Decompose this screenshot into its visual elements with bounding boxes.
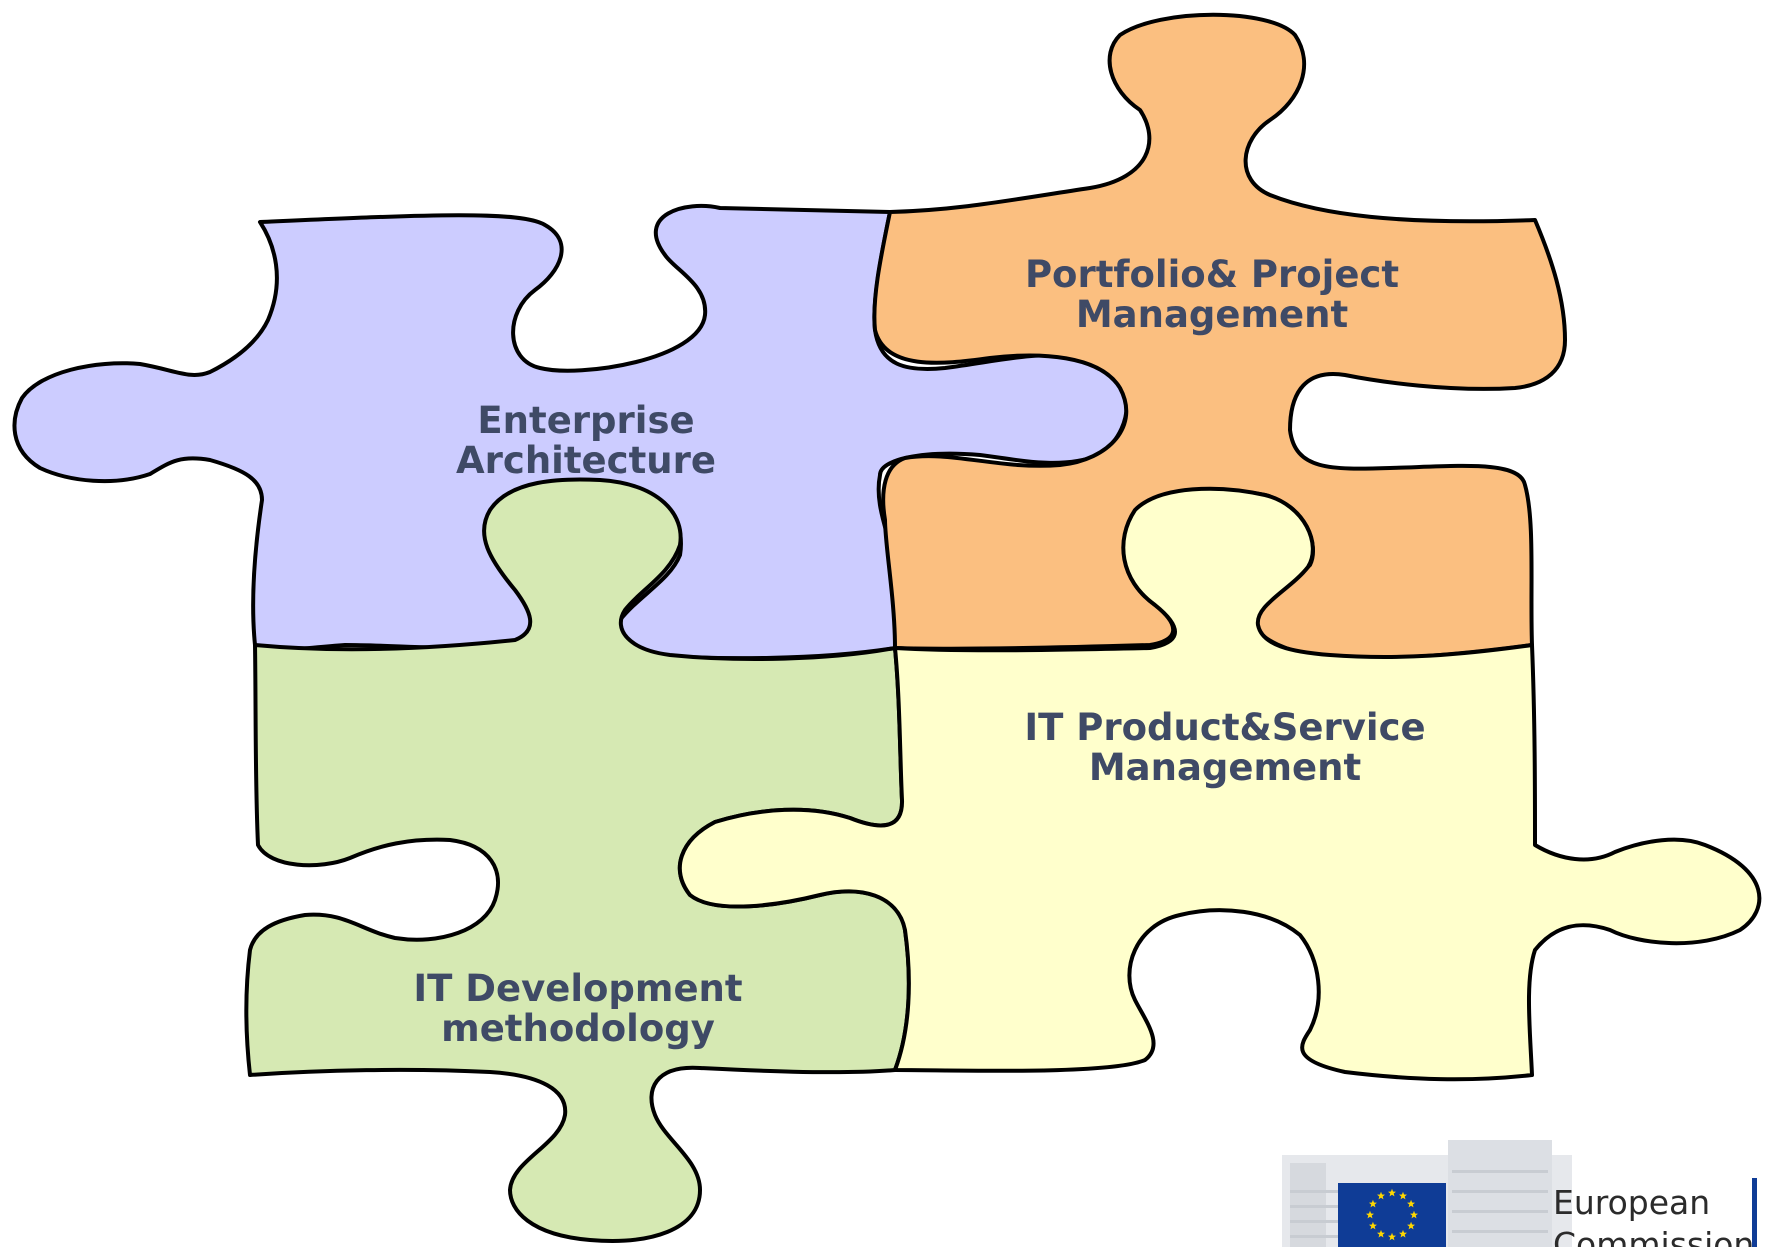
label-portfolio-project-line2: Management (1076, 293, 1348, 336)
eu-star-icon (1366, 1210, 1374, 1219)
piece-shape-it-product-service (677, 486, 1762, 1082)
puzzle-piece-it-product-service: IT Product&Service Management (677, 486, 1762, 1082)
eu-star-icon (1399, 1191, 1407, 1200)
eu-star-icon (1368, 1221, 1377, 1230)
eu-star-icon (1410, 1210, 1418, 1219)
label-enterprise-architecture-line1: Enterprise (477, 399, 694, 442)
eu-star-icon (1407, 1221, 1416, 1230)
logo-divider (1752, 1178, 1757, 1247)
piece-shape-it-development (244, 477, 911, 1243)
eu-star-icon (1377, 1191, 1385, 1200)
logo-text-line1: European (1553, 1183, 1710, 1222)
logo-text-line2: Commission (1553, 1225, 1754, 1247)
eu-stars-icon (1366, 1188, 1418, 1241)
puzzle-piece-it-development: IT Development methodology (244, 477, 911, 1243)
eu-star-icon (1377, 1229, 1385, 1238)
label-enterprise-architecture-line2: Architecture (456, 439, 716, 482)
eu-star-icon (1388, 1232, 1396, 1241)
eu-star-icon (1407, 1199, 1416, 1208)
eu-star-icon (1388, 1188, 1396, 1197)
label-it-product-service-line1: IT Product&Service (1024, 706, 1425, 749)
eu-star-icon (1368, 1199, 1377, 1208)
label-it-development-line2: methodology (441, 1007, 715, 1050)
european-commission-logo: European Commission (1282, 1140, 1757, 1247)
label-it-development-line1: IT Development (413, 967, 742, 1010)
label-it-product-service-line2: Management (1089, 746, 1361, 789)
label-portfolio-project-line1: Portfolio& Project (1025, 253, 1399, 296)
eu-star-icon (1399, 1229, 1407, 1238)
